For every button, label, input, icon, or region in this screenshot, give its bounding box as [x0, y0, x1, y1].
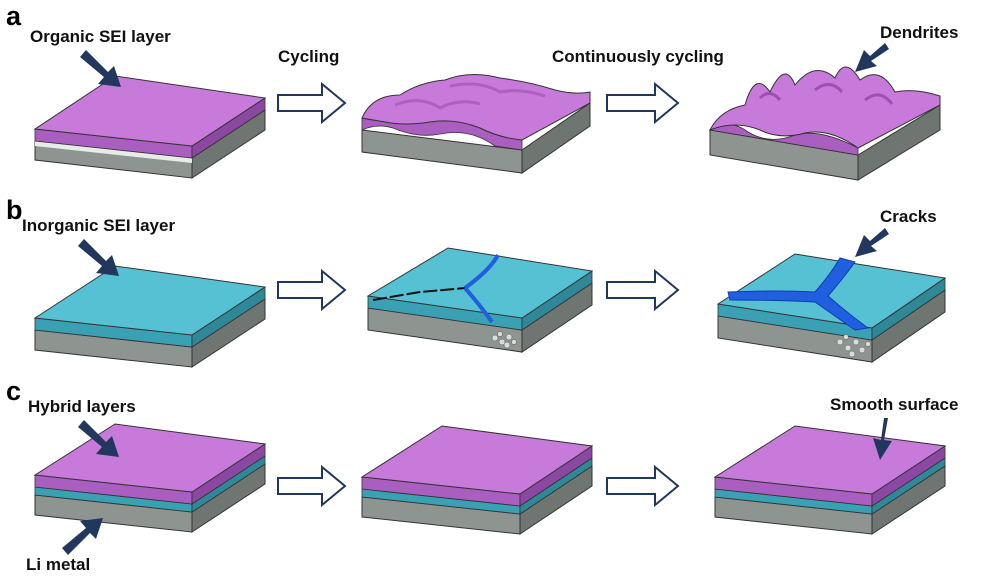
li-metal-arrow	[62, 518, 103, 555]
li-metal-label: Li metal	[26, 555, 90, 574]
smooth-surface-label: Smooth surface	[830, 395, 958, 414]
hybrid-slab-3	[713, 425, 947, 535]
hybrid-slab-2	[360, 425, 594, 535]
small-crack-slab	[366, 247, 594, 353]
dendrites-label: Dendrites	[880, 23, 958, 42]
large-crack-slab	[716, 253, 947, 363]
panel-letter-a: a	[6, 1, 22, 31]
flat-organic-slab	[33, 75, 267, 179]
cycling-label: Cycling	[278, 47, 339, 66]
panel-letter-b: b	[6, 195, 23, 225]
smooth-surface-arrow	[873, 418, 892, 460]
hybrid-slab-1	[33, 423, 267, 533]
hybrid-layers-label: Hybrid layers	[28, 397, 136, 416]
arrow-c1	[277, 464, 347, 508]
flat-inorganic-slab	[33, 265, 267, 368]
dendrite-slab	[708, 66, 941, 181]
panel-b: b Inorganic SEI layer	[6, 195, 947, 368]
inorganic-arrow	[78, 239, 119, 276]
cracks-label: Cracks	[880, 207, 937, 226]
cycling-arrow	[277, 81, 347, 125]
organic-sei-label: Organic SEI layer	[30, 27, 171, 46]
organic-arrow	[80, 50, 121, 87]
panel-a: a Organic SEI layer Cycling	[6, 1, 958, 181]
wavy-organic-slab	[361, 74, 591, 174]
hybrid-arrow	[78, 420, 119, 457]
dendrites-arrow	[855, 43, 889, 72]
arrow-b2	[606, 268, 680, 312]
cracks-arrow	[855, 228, 889, 257]
continuous-cycling-arrow	[606, 81, 680, 125]
panel-c: c Hybrid layers Li metal	[6, 376, 958, 574]
panel-letter-c: c	[6, 376, 21, 406]
continuous-cycling-label: Continuously cycling	[552, 47, 724, 66]
arrow-c2	[606, 464, 680, 508]
inorganic-sei-label: Inorganic SEI layer	[22, 216, 175, 235]
arrow-b1	[277, 268, 347, 312]
